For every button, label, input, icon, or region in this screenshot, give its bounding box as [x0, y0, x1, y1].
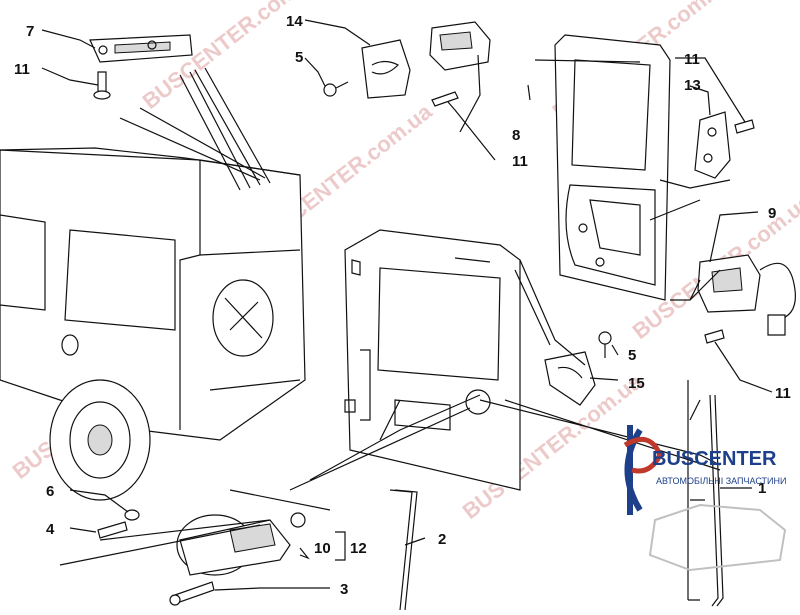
bolt-11-top: [93, 71, 111, 100]
rear-door-left: [344, 229, 521, 491]
rear-door-right: [554, 34, 671, 301]
callout-9: 9: [768, 205, 776, 222]
rod-1: [709, 394, 724, 607]
bolt-4: [97, 521, 128, 539]
lock-actuator-9: [697, 254, 796, 336]
cover-15: [544, 351, 596, 406]
callout-4: 4: [46, 521, 55, 538]
rod-2: [389, 489, 418, 611]
callout-11-right-bottom: 11: [775, 385, 791, 402]
callout-5-mid: 5: [628, 347, 636, 364]
callout-8: 8: [512, 127, 520, 144]
buscenter-logo: BUSCENTER АВТОМОБІЛЬНІ ЗАПЧАСТИНИ: [623, 425, 786, 572]
callout-11-top: 11: [14, 61, 30, 78]
van-illustration: [0, 147, 306, 501]
callout-13: 13: [684, 77, 701, 94]
callout-1: 1: [758, 480, 766, 497]
bolt-11-mid: [431, 91, 459, 107]
callout-14: 14: [286, 13, 303, 30]
callout-12: 12: [350, 540, 367, 557]
callout-11-mid: 11: [512, 153, 528, 170]
bolt-3: [169, 581, 215, 606]
bolt-11-right-bottom: [704, 329, 725, 344]
screw-5-top: [323, 81, 349, 97]
washer-6: [124, 509, 140, 521]
screw-5-mid: [598, 331, 612, 358]
bolt-11-right-top: [734, 119, 755, 134]
callout-6: 6: [46, 483, 54, 500]
handle-assembly: [176, 512, 306, 576]
callout-3: 3: [340, 581, 348, 598]
logo-subtitle-text: АВТОМОБІЛЬНІ ЗАПЧАСТИНИ: [656, 476, 786, 486]
callout-2: 2: [438, 531, 446, 548]
callout-10: 10: [314, 540, 331, 557]
logo-brand-text: BUSCENTER: [652, 448, 777, 470]
callout-7: 7: [26, 23, 34, 40]
bumper-14: [361, 39, 411, 99]
callouts: 7 11 14 5 8 11 11 13 9 5 15 11 1 6 4 2 1…: [14, 13, 791, 598]
callout-11-right-top: 11: [684, 51, 700, 68]
callout-15: 15: [628, 375, 645, 392]
hinge-part-7: [89, 34, 193, 63]
leader-lines: [41, 19, 773, 601]
callout-5-top: 5: [295, 49, 303, 66]
lock-13: [694, 111, 731, 179]
striker-8: [429, 21, 491, 71]
